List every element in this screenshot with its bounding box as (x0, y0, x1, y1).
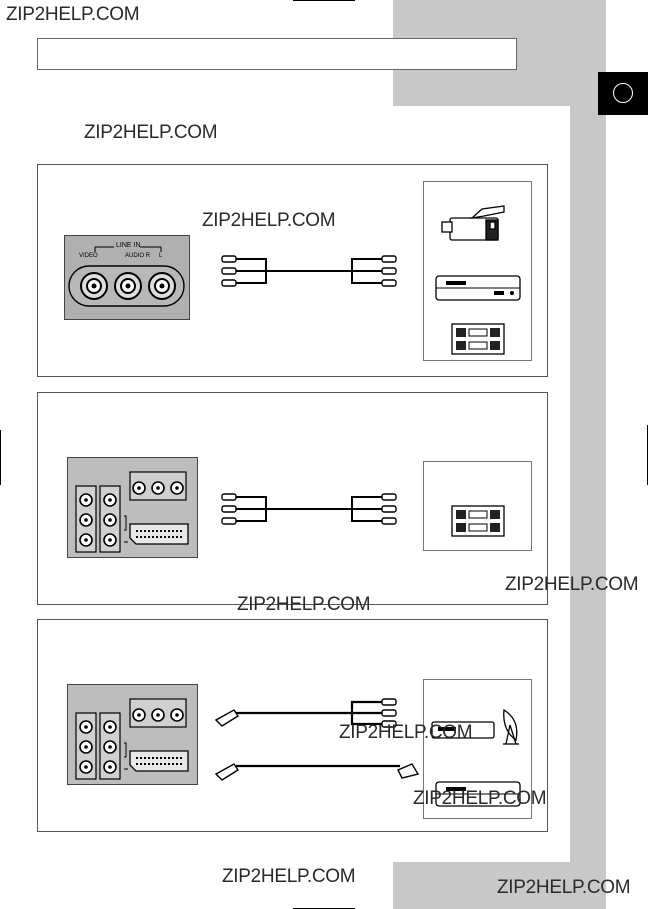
language-tab-icon (613, 83, 633, 103)
jack-label-l: L (159, 253, 163, 259)
rca-jack (148, 272, 176, 300)
watermark: ZIP2HELP.COM (505, 574, 639, 595)
vcr-icon (435, 275, 521, 301)
rca-plug-icon (221, 255, 397, 287)
rca-plug-icon (381, 698, 397, 728)
watermark: ZIP2HELP.COM (339, 722, 473, 743)
rca-jack (132, 481, 146, 495)
panel-av-side: LINE IN VIDEO AUDIO R L (37, 164, 548, 377)
language-tab (598, 72, 648, 115)
tv-rear-jack-panel (67, 457, 198, 558)
top-rule (293, 0, 355, 1)
scart-socket (129, 523, 189, 545)
title-box (37, 38, 517, 70)
watermark: ZIP2HELP.COM (222, 866, 356, 887)
scart-plug-icon (214, 709, 420, 781)
receiver-devices-box (423, 679, 532, 819)
watermark: ZIP2HELP.COM (497, 877, 631, 898)
rca-cable-2 (221, 493, 397, 525)
rca-plug-icon (221, 493, 397, 525)
set-top-box-icon (431, 721, 495, 739)
satellite-dish-icon (503, 708, 519, 745)
rca-cable-1 (221, 255, 397, 287)
rca-jack (170, 481, 184, 495)
watermark: ZIP2HELP.COM (6, 4, 140, 25)
jack-label-video: VIDEO (79, 253, 98, 259)
watermark: ZIP2HELP.COM (237, 594, 371, 615)
side-band-right (570, 0, 606, 909)
rca-jack (151, 481, 165, 495)
panel-audio-out (37, 392, 548, 605)
tv-rear-jack-panel (67, 684, 198, 785)
source-devices-box (423, 181, 532, 361)
tv-side-jack-panel: LINE IN VIDEO AUDIO R L (64, 235, 190, 320)
vcr-icon (435, 781, 521, 807)
jack-diagram (68, 246, 185, 307)
left-edge-mark (0, 430, 1, 485)
watermark: ZIP2HELP.COM (413, 788, 547, 809)
scart-cables (214, 698, 420, 781)
jack-label-audio: AUDIO R (125, 253, 151, 259)
watermark: ZIP2HELP.COM (84, 122, 218, 143)
panel-scart (37, 619, 548, 832)
camcorder-icon (441, 205, 505, 241)
rca-jack (80, 272, 108, 300)
side-band-bottom (393, 862, 570, 909)
jack-group-label: LINE IN (116, 242, 141, 249)
stereo-icon (451, 505, 505, 537)
rca-jack (114, 272, 142, 300)
watermark: ZIP2HELP.COM (202, 210, 336, 231)
stereo-icon (451, 323, 505, 355)
amplifier-box (423, 461, 532, 551)
